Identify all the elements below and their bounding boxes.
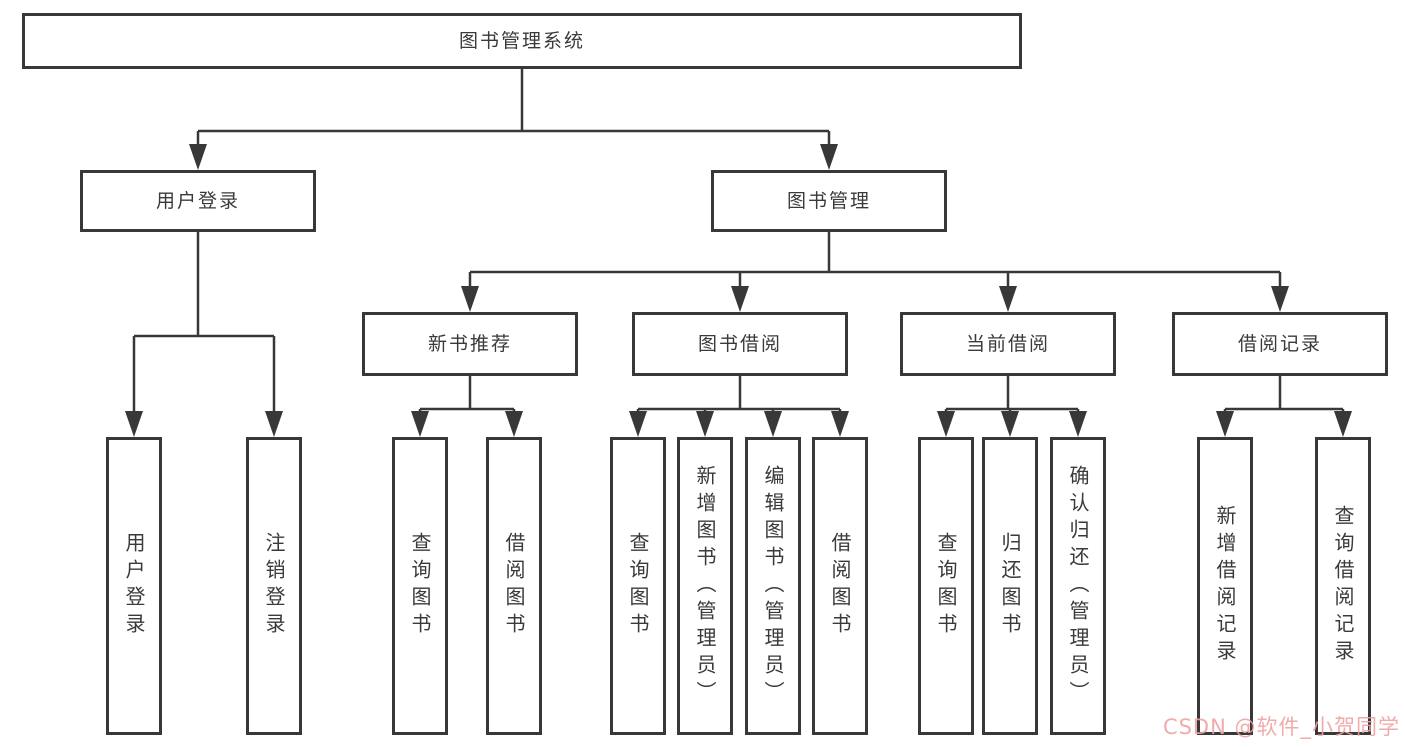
node-book-management: 图书管理	[711, 170, 947, 232]
leaf-current-query-books: 查询图书	[918, 437, 974, 735]
leaf-logout: 注销登录	[246, 437, 302, 735]
leaf-records-query-record: 查询借阅记录	[1315, 437, 1371, 735]
leaf-records-add-record: 新增借阅记录	[1197, 437, 1253, 735]
node-new-book-recommend: 新书推荐	[362, 312, 578, 376]
leaf-borrow-query-books: 查询图书	[610, 437, 666, 735]
leaf-user-login: 用户登录	[106, 437, 162, 735]
leaf-current-return-books: 归还图书	[982, 437, 1038, 735]
node-current-borrow: 当前借阅	[900, 312, 1116, 376]
leaf-borrow-edit-books-admin: 编辑图书（管理员）	[745, 437, 801, 735]
leaf-recommend-borrow-books: 借阅图书	[486, 437, 542, 735]
node-library-system: 图书管理系统	[22, 13, 1022, 69]
node-borrow-records: 借阅记录	[1172, 312, 1388, 376]
leaf-borrow-add-books-admin: 新增图书（管理员）	[677, 437, 733, 735]
leaf-borrow-borrow-books: 借阅图书	[812, 437, 868, 735]
leaf-current-confirm-return-admin: 确认归还（管理员）	[1050, 437, 1106, 735]
node-book-borrow: 图书借阅	[632, 312, 848, 376]
watermark: CSDN @软件_小贺同学	[1162, 715, 1400, 739]
leaf-recommend-query-books: 查询图书	[392, 437, 448, 735]
node-user-login: 用户登录	[80, 170, 316, 232]
